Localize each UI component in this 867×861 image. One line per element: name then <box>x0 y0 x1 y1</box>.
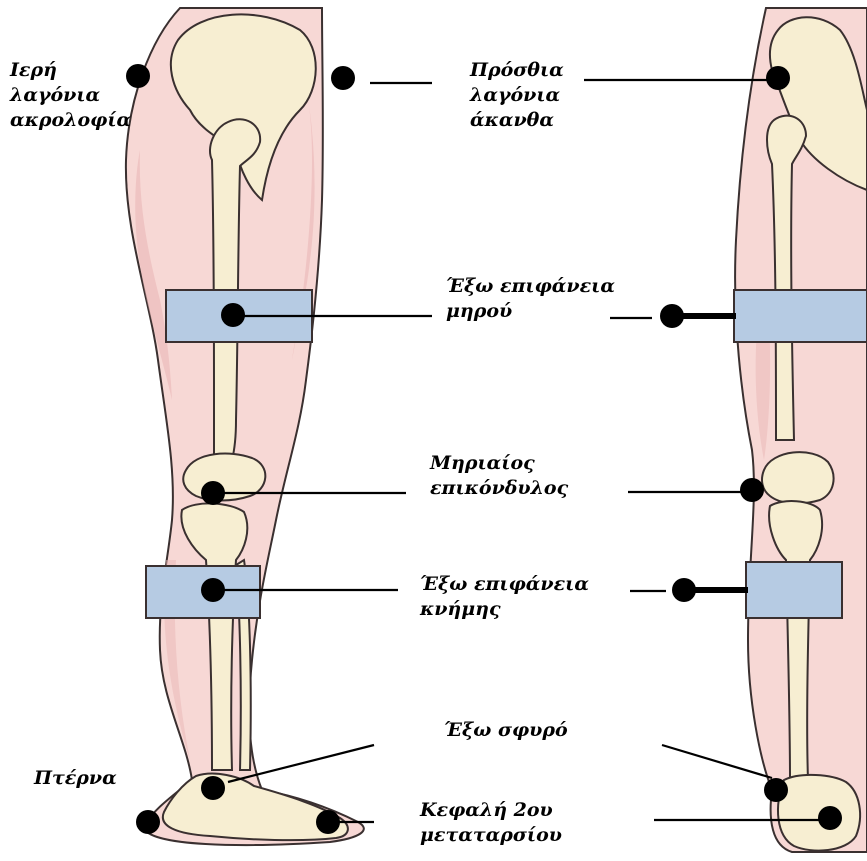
label-outer-thigh: Έξω επιφάνεια μηρού <box>446 274 615 324</box>
front-foot-bone <box>778 775 860 851</box>
label-heel-line-1: Πτέρνα <box>34 766 117 791</box>
marker-malleolus-side <box>201 776 225 800</box>
label-lateral-malleolus: Έξω σφυρό <box>444 718 568 743</box>
marker-outer-shin-side <box>201 578 225 602</box>
label-femoral-epicondyle-line-2: επικόνδυλος <box>430 476 568 501</box>
marker-malleolus-front <box>764 778 788 802</box>
front-shin-band <box>746 562 842 618</box>
label-sacral-crest-line-1: Ιερή <box>10 58 131 83</box>
marker-epicondyle-side <box>201 481 225 505</box>
label-outer-thigh-line-1: Έξω επιφάνεια <box>446 274 615 299</box>
label-lateral-malleolus-line-1: Έξω σφυρό <box>444 718 568 743</box>
label-anterior-spine: Πρόσθια λαγόνια άκανθα <box>470 58 564 133</box>
label-anterior-spine-line-1: Πρόσθια <box>470 58 564 83</box>
label-anterior-spine-line-2: λαγόνια <box>470 83 564 108</box>
marker-wands <box>672 316 748 590</box>
marker-anterior-spine-side <box>331 66 355 90</box>
front-knee-bone <box>762 452 834 503</box>
marker-outer-thigh-side <box>221 303 245 327</box>
label-outer-shin-line-2: κνήμης <box>420 597 589 622</box>
marker-heel-side <box>136 810 160 834</box>
label-anterior-spine-line-3: άκανθα <box>470 108 564 133</box>
leader-malleolus-right <box>662 745 772 778</box>
front-thigh-band <box>734 290 867 342</box>
label-sacral-crest-line-2: λαγόνια <box>10 83 131 108</box>
label-second-metatarsal-head: Κεφαλή 2ου μεταταρσίου <box>420 798 562 848</box>
label-heel: Πτέρνα <box>34 766 117 791</box>
marker-outer-shin-front <box>672 578 696 602</box>
label-metatarsal-line-2: μεταταρσίου <box>420 823 562 848</box>
marker-metatarsal-side <box>316 810 340 834</box>
marker-metatarsal-front <box>818 806 842 830</box>
label-femoral-epicondyle: Μηριαίος επικόνδυλος <box>430 451 568 501</box>
label-metatarsal-line-1: Κεφαλή 2ου <box>420 798 562 823</box>
marker-anterior-spine-front <box>766 66 790 90</box>
marker-outer-thigh-front <box>660 304 684 328</box>
label-femoral-epicondyle-line-1: Μηριαίος <box>430 451 568 476</box>
front-view-leg <box>734 8 867 852</box>
marker-epicondyle-front <box>740 478 764 502</box>
label-outer-shin-line-1: Έξω επιφάνεια <box>420 572 589 597</box>
label-outer-thigh-line-2: μηρού <box>446 299 615 324</box>
side-view-leg <box>126 8 364 845</box>
label-sacral-crest-line-3: ακρολοφία <box>10 108 131 133</box>
label-sacral-crest: Ιερή λαγόνια ακρολοφία <box>10 58 131 133</box>
label-outer-shin: Έξω επιφάνεια κνήμης <box>420 572 589 622</box>
